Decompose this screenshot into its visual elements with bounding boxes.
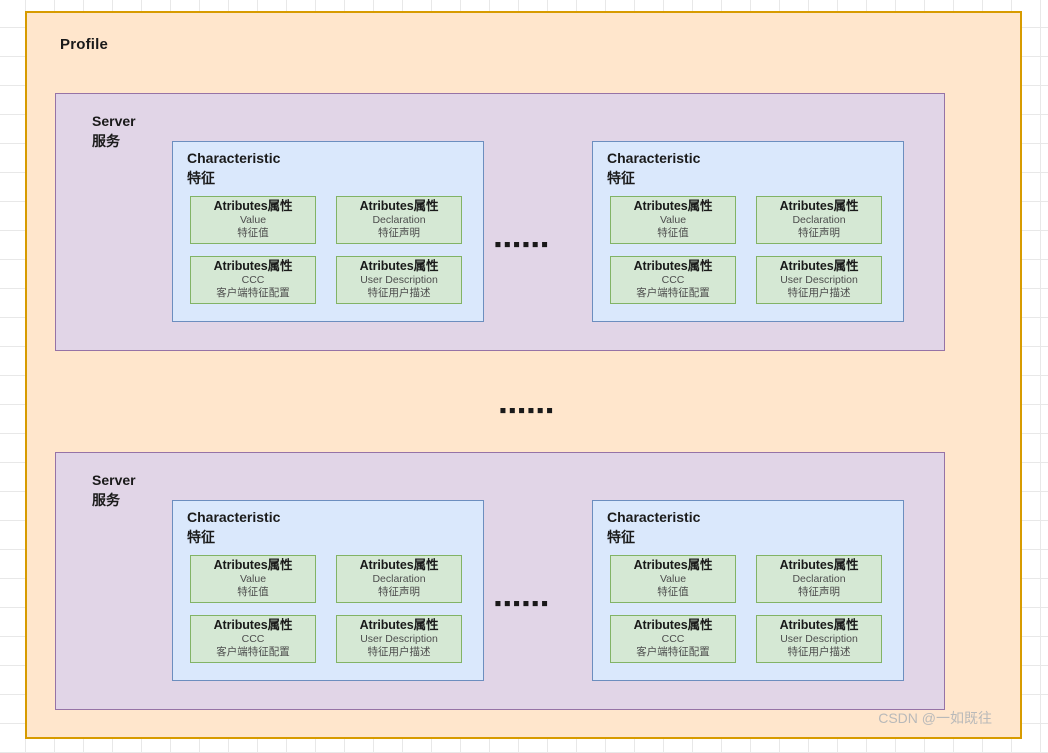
- attribute-sub-en: Value: [659, 572, 687, 585]
- characteristic-title-1-2: Characteristic 特征: [607, 150, 701, 186]
- page-title: Profile: [60, 36, 109, 53]
- characteristic-container-2-1: Characteristic 特征 Atributes属性 Value 特征值 …: [172, 500, 484, 681]
- ellipsis-servers: ▪▪▪▪▪▪: [499, 403, 555, 418]
- attribute-head: Atributes属性: [213, 259, 293, 273]
- profile-container: Profile Server 服务 Characteristic 特征 Atri…: [25, 11, 1022, 739]
- attribute-sub-cn: 特征值: [657, 585, 689, 598]
- attribute-sub-cn: 特征声明: [798, 226, 840, 239]
- attribute-sub-cn: 客户端特征配置: [216, 286, 290, 299]
- characteristic-container-1-2: Characteristic 特征 Atributes属性 Value 特征值 …: [592, 141, 904, 322]
- attribute-sub-cn: 客户端特征配置: [216, 645, 290, 658]
- attribute-head: Atributes属性: [213, 618, 293, 632]
- attribute-box-value[interactable]: Atributes属性 Value 特征值: [610, 196, 736, 244]
- attribute-box-declaration[interactable]: Atributes属性 Declaration 特征声明: [336, 196, 462, 244]
- characteristic-title-2-2: Characteristic 特征: [607, 509, 701, 545]
- server-container-1: Server 服务 Characteristic 特征 Atributes属性 …: [55, 93, 945, 351]
- attribute-sub-cn: 特征用户描述: [787, 286, 851, 299]
- attribute-head: Atributes属性: [359, 199, 439, 213]
- attribute-sub-en: User Description: [360, 632, 438, 645]
- attribute-box-declaration[interactable]: Atributes属性 Declaration 特征声明: [756, 196, 882, 244]
- attribute-grid-2-2: Atributes属性 Value 特征值 Atributes属性 Declar…: [610, 555, 888, 663]
- attribute-sub-cn: 特征用户描述: [787, 645, 851, 658]
- attribute-sub-cn: 特征用户描述: [367, 286, 431, 299]
- attribute-box-ccc[interactable]: Atributes属性 CCC 客户端特征配置: [190, 615, 316, 663]
- attribute-box-user-description[interactable]: Atributes属性 User Description 特征用户描述: [336, 256, 462, 304]
- attribute-head: Atributes属性: [359, 259, 439, 273]
- attribute-sub-en: CCC: [241, 632, 265, 645]
- server-container-2: Server 服务 Characteristic 特征 Atributes属性 …: [55, 452, 945, 710]
- attribute-sub-en: Declaration: [792, 213, 846, 226]
- attribute-sub-cn: 特征用户描述: [367, 645, 431, 658]
- attribute-sub-en: CCC: [241, 273, 265, 286]
- attribute-head: Atributes属性: [779, 199, 859, 213]
- characteristic-container-1-1: Characteristic 特征 Atributes属性 Value 特征值 …: [172, 141, 484, 322]
- attribute-grid-1-2: Atributes属性 Value 特征值 Atributes属性 Declar…: [610, 196, 888, 304]
- attribute-sub-cn: 特征声明: [798, 585, 840, 598]
- attribute-head: Atributes属性: [779, 558, 859, 572]
- attribute-head: Atributes属性: [359, 618, 439, 632]
- attribute-sub-en: User Description: [780, 273, 858, 286]
- attribute-head: Atributes属性: [779, 259, 859, 273]
- attribute-box-user-description[interactable]: Atributes属性 User Description 特征用户描述: [756, 615, 882, 663]
- attribute-sub-en: CCC: [661, 632, 685, 645]
- attribute-head: Atributes属性: [779, 618, 859, 632]
- attribute-sub-en: Value: [239, 213, 267, 226]
- attribute-head: Atributes属性: [633, 618, 713, 632]
- attribute-box-declaration[interactable]: Atributes属性 Declaration 特征声明: [336, 555, 462, 603]
- attribute-head: Atributes属性: [213, 558, 293, 572]
- attribute-box-user-description[interactable]: Atributes属性 User Description 特征用户描述: [336, 615, 462, 663]
- attribute-sub-en: Declaration: [372, 213, 426, 226]
- attribute-sub-en: Value: [659, 213, 687, 226]
- characteristic-title-1-1: Characteristic 特征: [187, 150, 281, 186]
- attribute-sub-en: User Description: [360, 273, 438, 286]
- attribute-sub-cn: 特征值: [237, 226, 269, 239]
- attribute-box-ccc[interactable]: Atributes属性 CCC 客户端特征配置: [610, 256, 736, 304]
- attribute-grid-1-1: Atributes属性 Value 特征值 Atributes属性 Declar…: [190, 196, 468, 304]
- characteristic-container-2-2: Characteristic 特征 Atributes属性 Value 特征值 …: [592, 500, 904, 681]
- server-title-1: Server 服务: [92, 113, 136, 149]
- attribute-head: Atributes属性: [633, 199, 713, 213]
- attribute-sub-en: Declaration: [372, 572, 426, 585]
- attribute-head: Atributes属性: [633, 259, 713, 273]
- attribute-head: Atributes属性: [359, 558, 439, 572]
- attribute-sub-cn: 特征值: [657, 226, 689, 239]
- attribute-sub-cn: 特征声明: [378, 585, 420, 598]
- attribute-grid-2-1: Atributes属性 Value 特征值 Atributes属性 Declar…: [190, 555, 468, 663]
- attribute-box-ccc[interactable]: Atributes属性 CCC 客户端特征配置: [610, 615, 736, 663]
- attribute-box-ccc[interactable]: Atributes属性 CCC 客户端特征配置: [190, 256, 316, 304]
- attribute-sub-en: Declaration: [792, 572, 846, 585]
- ellipsis-characteristics-1: ▪▪▪▪▪▪: [494, 237, 550, 252]
- attribute-sub-cn: 客户端特征配置: [636, 645, 710, 658]
- attribute-sub-en: CCC: [661, 273, 685, 286]
- attribute-box-value[interactable]: Atributes属性 Value 特征值: [610, 555, 736, 603]
- attribute-box-value[interactable]: Atributes属性 Value 特征值: [190, 196, 316, 244]
- attribute-box-value[interactable]: Atributes属性 Value 特征值: [190, 555, 316, 603]
- ellipsis-characteristics-2: ▪▪▪▪▪▪: [494, 596, 550, 611]
- attribute-box-declaration[interactable]: Atributes属性 Declaration 特征声明: [756, 555, 882, 603]
- attribute-sub-en: Value: [239, 572, 267, 585]
- watermark: CSDN @一如既往: [878, 710, 992, 726]
- attribute-sub-cn: 客户端特征配置: [636, 286, 710, 299]
- attribute-sub-cn: 特征值: [237, 585, 269, 598]
- server-title-2: Server 服务: [92, 472, 136, 508]
- attribute-sub-cn: 特征声明: [378, 226, 420, 239]
- attribute-head: Atributes属性: [633, 558, 713, 572]
- attribute-sub-en: User Description: [780, 632, 858, 645]
- attribute-box-user-description[interactable]: Atributes属性 User Description 特征用户描述: [756, 256, 882, 304]
- characteristic-title-2-1: Characteristic 特征: [187, 509, 281, 545]
- attribute-head: Atributes属性: [213, 199, 293, 213]
